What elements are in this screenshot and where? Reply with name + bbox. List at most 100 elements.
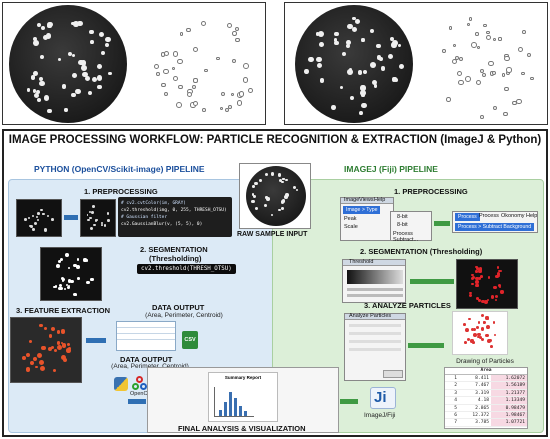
particle-dot <box>254 207 258 211</box>
particle-outline <box>187 91 193 97</box>
particle-dot <box>497 275 501 278</box>
particle-dot <box>67 286 71 289</box>
particle-outline <box>191 84 196 89</box>
particle-dot <box>36 218 40 222</box>
particle-dot <box>36 352 42 358</box>
particle-dot <box>57 345 63 351</box>
ij-type-8bit[interactable]: 8-bit <box>397 214 408 220</box>
particle-dot <box>487 275 491 279</box>
table-cell: 1.07721 <box>491 419 527 426</box>
ij-menu-type[interactable]: Image > Type <box>343 206 381 214</box>
particle-outline <box>504 87 509 92</box>
ij-type-8bit-2[interactable]: 8-bit <box>397 222 408 228</box>
particle-dot <box>270 214 274 217</box>
py-step1-input-image <box>16 199 62 237</box>
ij-menu-process[interactable]: Process <box>479 213 499 219</box>
table-cell: 4.18 <box>477 398 489 404</box>
particle-dot <box>465 327 469 332</box>
particle-dot <box>472 276 476 280</box>
ij-menu-row-scale[interactable]: Scale <box>344 224 358 230</box>
ij-threshold-slider-1[interactable] <box>347 288 403 291</box>
ij-threshold-slider-2[interactable] <box>347 294 403 297</box>
particle-dot <box>476 325 479 329</box>
particle-dot <box>258 178 262 182</box>
particle-outline <box>455 56 460 60</box>
particle-outline <box>243 62 250 69</box>
final-analysis-label: FINAL ANALYSIS & VISUALIZATION <box>178 424 306 433</box>
raw-sample-input-box <box>239 163 311 229</box>
particle-outline <box>232 31 237 36</box>
particle-dot <box>44 95 50 101</box>
ij-type-submenu: 8-bit 8-bit Process Subtract... <box>390 211 432 243</box>
particle-dot <box>349 95 354 100</box>
particle-dot <box>476 297 479 301</box>
particle-dot <box>47 346 53 352</box>
particle-outline <box>175 101 182 108</box>
ij-menu-image[interactable]: Image <box>344 197 360 203</box>
particle-dot <box>27 216 30 219</box>
particle-dot <box>39 76 44 81</box>
particle-outline <box>178 84 183 90</box>
ij-menu-views[interactable]: Views <box>359 197 374 203</box>
particle-dot <box>346 44 351 49</box>
ij-process-subtract[interactable]: Process Subtract... <box>393 231 419 243</box>
ij-menu-help-2[interactable]: Help <box>526 213 538 219</box>
particle-dot <box>67 284 71 288</box>
particle-dot <box>478 267 482 271</box>
particle-dot <box>331 105 337 110</box>
particle-dot <box>358 111 363 116</box>
particle-dot <box>369 61 376 68</box>
final-analysis-box: Summary Report FINAL ANALYSIS & VISUALIZ… <box>147 367 339 433</box>
particle-dot <box>76 265 80 270</box>
particle-outline <box>154 63 160 69</box>
py-step2-binary-image <box>40 247 102 301</box>
particle-outline <box>202 107 206 112</box>
py-step1-output-image <box>80 199 116 237</box>
ij-process-highlight-top[interactable]: Process <box>455 213 480 221</box>
particle-sketch-right <box>425 5 543 123</box>
particle-dot <box>26 367 31 372</box>
ij-threshold-result-image <box>456 259 518 309</box>
particle-dot <box>35 365 38 369</box>
top-right-panel <box>284 2 548 125</box>
ij-subtract-background[interactable]: Process > Subtract Background <box>455 223 535 231</box>
particle-dot <box>86 280 90 285</box>
ij-step2-title: 2. SEGMENTATION (Thresholding) <box>360 247 483 256</box>
particle-dot <box>478 335 482 339</box>
table-cell: 7 <box>454 420 457 426</box>
py-step1-arrow <box>64 215 78 220</box>
particle-dot <box>376 43 381 48</box>
particle-dot <box>361 38 365 42</box>
py-step3-title: 3. FEATURE EXTRACTION <box>16 306 111 315</box>
ij-analyze-ok-button[interactable] <box>383 370 403 378</box>
particle-outline <box>492 37 497 42</box>
particle-outline <box>172 76 178 82</box>
particle-dot <box>319 77 325 83</box>
ij-menu-help[interactable]: Help <box>374 197 386 203</box>
particle-outline <box>446 97 451 102</box>
particle-outline <box>242 77 249 83</box>
particle-outline <box>448 26 453 30</box>
particle-dot <box>397 44 402 48</box>
particle-dot <box>107 219 111 223</box>
particle-dot <box>50 326 55 331</box>
particle-dot <box>251 200 255 204</box>
table-cell: 1.98467 <box>491 411 527 419</box>
ij-menu-okonomy[interactable]: Okonomy <box>501 213 525 219</box>
summary-report-chart <box>214 387 254 417</box>
particle-dot <box>97 84 102 90</box>
particle-dot <box>471 341 475 345</box>
particle-outline <box>466 22 471 27</box>
particle-outline <box>227 104 232 109</box>
particle-outline <box>456 70 463 77</box>
particle-outline <box>465 75 471 82</box>
ij-menu-row-peak[interactable]: Peak <box>344 216 357 222</box>
python-logo-icon <box>114 377 128 391</box>
table-cell: 5 <box>454 405 457 411</box>
particle-dot <box>490 295 495 299</box>
particle-dot <box>73 21 79 27</box>
